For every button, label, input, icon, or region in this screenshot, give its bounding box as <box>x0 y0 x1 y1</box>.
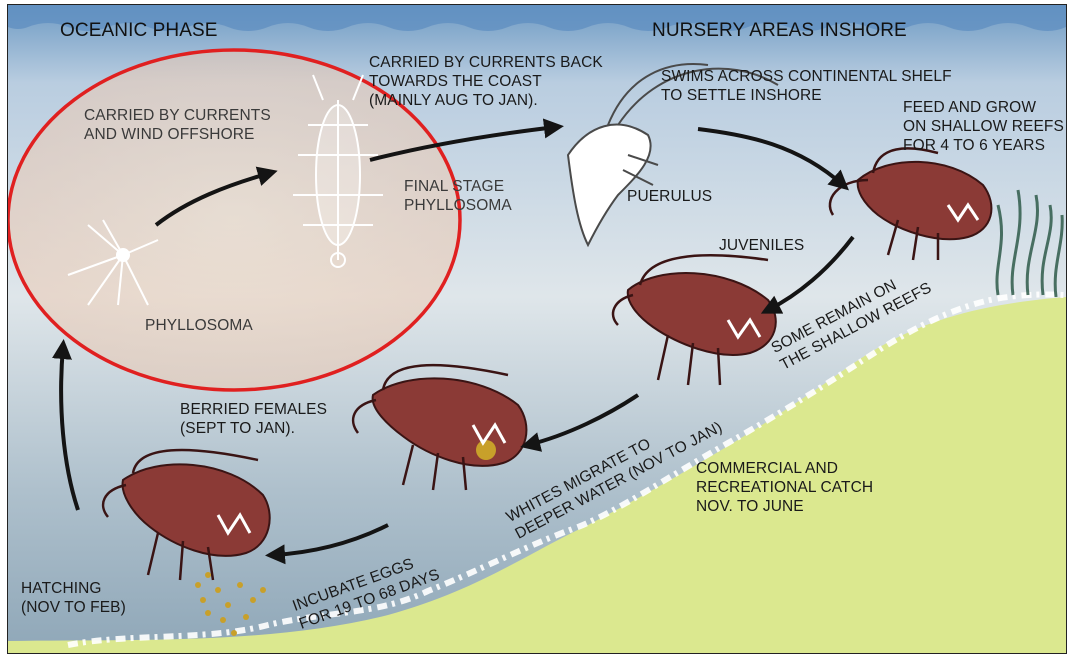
label-phyllosoma: PHYLLOSOMA <box>145 316 253 335</box>
label-juveniles: JUVENILES <box>719 236 804 255</box>
label-final-stage: FINAL STAGE PHYLLOSOMA <box>404 177 512 215</box>
label-carried-offshore: CARRIED BY CURRENTS AND WIND OFFSHORE <box>84 106 271 144</box>
header-nursery-areas: NURSERY AREAS INSHORE <box>652 20 907 42</box>
label-puerulus: PUERULUS <box>627 187 712 206</box>
header-oceanic-phase: OCEANIC PHASE <box>60 20 218 42</box>
label-commercial-catch: COMMERCIAL AND RECREATIONAL CATCH NOV. T… <box>696 459 873 516</box>
label-berried-females: BERRIED FEMALES (SEPT TO JAN). <box>180 400 327 438</box>
lifecycle-diagram: OCEANIC PHASE NURSERY AREAS INSHORE CARR… <box>7 4 1067 654</box>
label-back-to-coast: CARRIED BY CURRENTS BACK TOWARDS THE COA… <box>369 53 603 110</box>
label-feed-grow: FEED AND GROW ON SHALLOW REEFS FOR 4 TO … <box>903 98 1064 155</box>
label-hatching: HATCHING (NOV TO FEB) <box>21 579 126 617</box>
